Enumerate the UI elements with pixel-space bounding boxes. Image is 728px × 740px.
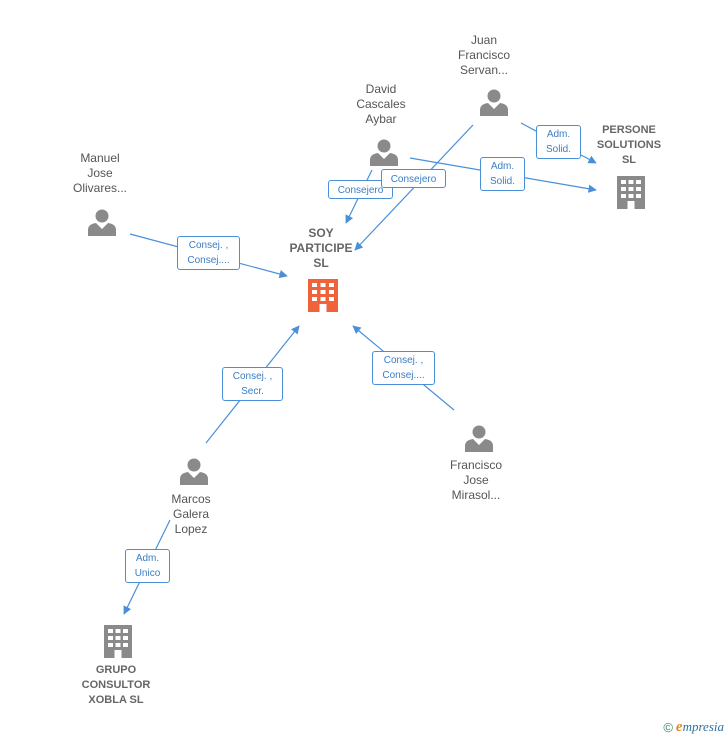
person-icon[interactable] <box>480 89 508 117</box>
node-label-persone[interactable]: PERSONE SOLUTIONS SL <box>596 124 662 166</box>
person-icon[interactable] <box>88 209 116 237</box>
copyright-icon: © <box>663 720 673 735</box>
building-icon-main[interactable] <box>308 279 338 312</box>
edge-label-david-soy[interactable]: Consejero <box>328 180 393 199</box>
brand-logo[interactable]: empresia <box>675 719 724 735</box>
edge-label-juan-persone[interactable]: Adm. Solid. <box>536 125 581 159</box>
node-label-francisco[interactable]: Francisco Jose Mirasol... <box>449 458 502 502</box>
node-label-grupo[interactable]: GRUPO CONSULTOR XOBLA SL <box>81 664 151 706</box>
edge-label-marcos-soy[interactable]: Consej. , Secr. <box>222 367 283 401</box>
edge-label-manuel-soy[interactable]: Consej. , Consej.... <box>177 236 240 270</box>
edge-label-francisco-soy[interactable]: Consej. , Consej.... <box>372 351 435 385</box>
building-icon[interactable] <box>104 625 132 658</box>
footer-brand: © empresia <box>663 719 724 736</box>
person-icon[interactable] <box>465 425 493 453</box>
node-label-juan[interactable]: Juan Francisco Servan... <box>457 33 510 77</box>
edge-label-juan-soy[interactable]: Consejero <box>381 169 446 188</box>
node-label-manuel[interactable]: Manuel Jose Olivares... <box>72 151 127 195</box>
node-label-marcos[interactable]: Marcos Galera Lopez <box>171 492 211 536</box>
node-label-david[interactable]: David Cascales Aybar <box>356 82 406 126</box>
building-icon[interactable] <box>617 176 645 209</box>
person-icon[interactable] <box>180 458 208 486</box>
edge-label-david-persone[interactable]: Adm. Solid. <box>480 157 525 191</box>
node-label-soy[interactable]: SOY PARTICIPE SL <box>289 226 353 270</box>
edge-label-marcos-grupo[interactable]: Adm. Unico <box>125 549 170 583</box>
person-icon[interactable] <box>370 139 398 167</box>
